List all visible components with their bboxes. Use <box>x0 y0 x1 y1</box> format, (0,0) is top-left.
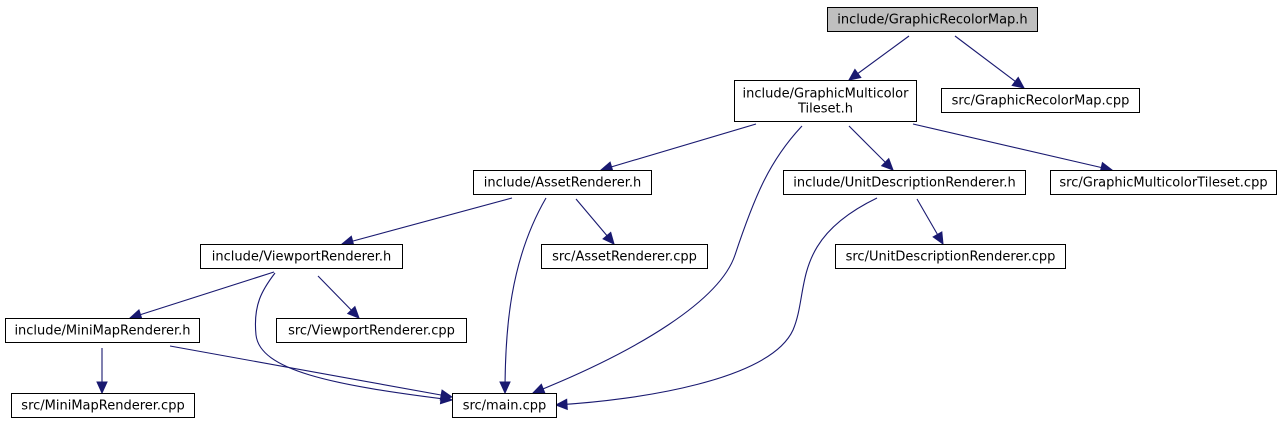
node-label: src/main.cpp <box>463 399 547 414</box>
node-label: include/GraphicRecolorMap.h <box>837 13 1027 28</box>
node-label: include/ViewportRenderer.h <box>212 250 392 265</box>
edge-line <box>954 35 1025 89</box>
arrowhead <box>128 308 143 321</box>
node-main-cpp[interactable]: src/main.cpp <box>452 393 557 418</box>
edge-main-cpp-to-asset-renderer-h <box>499 197 547 395</box>
arrowhead <box>96 381 108 395</box>
node-label: src/ViewportRenderer.cpp <box>288 324 455 339</box>
edge-asset-renderer-cpp-to-asset-renderer-h <box>575 198 615 245</box>
arrowhead <box>880 157 894 171</box>
node-viewport-renderer-h[interactable]: include/ViewportRenderer.h <box>200 244 403 269</box>
node-unit-description-renderer-cpp[interactable]: src/UnitDescriptionRenderer.cpp <box>835 244 1066 269</box>
edge-mini-map-renderer-h-to-viewport-renderer-h <box>128 271 275 321</box>
edge-asset-renderer-h-to-graphic-multicolor-tileset-h <box>599 123 757 173</box>
arrowhead <box>531 383 546 395</box>
edge-graphic-multicolor-tileset-h-to-graphic-recolor-map-h <box>848 35 910 81</box>
edge-main-cpp-to-mini-map-renderer-h <box>169 345 454 401</box>
node-mini-map-renderer-h[interactable]: include/MiniMapRenderer.h <box>5 318 200 343</box>
node-box <box>1050 170 1277 195</box>
node-label: src/GraphicRecolorMap.cpp <box>952 94 1130 109</box>
edge-line <box>169 345 453 398</box>
node-box <box>827 7 1038 32</box>
node-label: include/AssetRenderer.h <box>484 176 642 191</box>
node-box <box>11 393 195 418</box>
node-graphic-recolor-map-h[interactable]: include/GraphicRecolorMap.h <box>827 7 1038 32</box>
node-box <box>941 88 1140 113</box>
edge-line <box>129 271 275 319</box>
node-mini-map-renderer-cpp[interactable]: src/MiniMapRenderer.cpp <box>11 393 195 418</box>
edge-line <box>555 197 878 406</box>
arrowhead <box>499 381 511 395</box>
edge-viewport-renderer-h-to-asset-renderer-h <box>340 197 513 247</box>
node-label: src/UnitDescriptionRenderer.cpp <box>846 250 1056 265</box>
node-label: src/AssetRenderer.cpp <box>552 250 697 265</box>
arrowhead <box>439 389 454 401</box>
node-asset-renderer-h[interactable]: include/AssetRenderer.h <box>473 170 652 195</box>
node-asset-renderer-cpp[interactable]: src/AssetRenderer.cpp <box>541 244 708 269</box>
arrowhead <box>602 231 615 245</box>
arrowhead <box>1011 76 1025 89</box>
node-box <box>200 244 403 269</box>
node-box <box>452 393 557 418</box>
nodes-layer: include/GraphicRecolorMap.h include/Graph… <box>5 7 1277 418</box>
edge-graphic-recolor-map-cpp-to-graphic-recolor-map-h <box>954 35 1025 89</box>
arrowhead <box>554 398 568 411</box>
node-box <box>473 170 652 195</box>
arrowhead <box>848 68 862 81</box>
edge-line <box>254 272 453 401</box>
edge-unit-description-renderer-cpp-to-unit-description-renderer-h <box>916 198 944 246</box>
node-box <box>835 244 1066 269</box>
node-label: src/GraphicMulticolorTileset.cpp <box>1059 176 1267 191</box>
edge-line <box>341 197 513 245</box>
node-unit-description-renderer-h[interactable]: include/UnitDescriptionRenderer.h <box>783 170 1026 195</box>
edge-line <box>504 197 547 394</box>
edge-graphic-multicolor-tileset-cpp-to-graphic-multicolor-tileset-h <box>912 123 1114 174</box>
node-box <box>5 318 200 343</box>
edge-unit-description-renderer-h-to-graphic-multicolor-tileset-h <box>848 125 894 171</box>
node-label: include/MiniMapRenderer.h <box>14 324 190 339</box>
node-label: include/GraphicMulticolor <box>743 87 910 102</box>
node-graphic-multicolor-tileset-cpp[interactable]: src/GraphicMulticolorTileset.cpp <box>1050 170 1277 195</box>
edge-line <box>532 125 803 394</box>
edge-line <box>600 123 757 171</box>
edge-line <box>912 123 1113 171</box>
node-viewport-renderer-cpp[interactable]: src/ViewportRenderer.cpp <box>276 318 467 343</box>
arrowhead <box>346 305 360 319</box>
edge-mini-map-renderer-cpp-to-mini-map-renderer-h <box>96 348 108 395</box>
node-label: Tileset.h <box>797 102 853 117</box>
node-box <box>541 244 708 269</box>
node-graphic-recolor-map-cpp[interactable]: src/GraphicRecolorMap.cpp <box>941 88 1140 113</box>
edge-main-cpp-to-unit-description-renderer-h <box>554 197 878 411</box>
edge-viewport-renderer-cpp-to-viewport-renderer-h <box>317 275 360 319</box>
node-graphic-multicolor-tileset-h[interactable]: include/GraphicMulticolorTileset.h <box>734 80 917 122</box>
node-label: src/MiniMapRenderer.cpp <box>21 399 184 414</box>
node-box <box>734 80 917 122</box>
edge-line <box>848 35 910 81</box>
node-box <box>276 318 467 343</box>
node-label: include/UnitDescriptionRenderer.h <box>793 176 1016 191</box>
arrowhead <box>932 231 944 246</box>
node-box <box>783 170 1026 195</box>
